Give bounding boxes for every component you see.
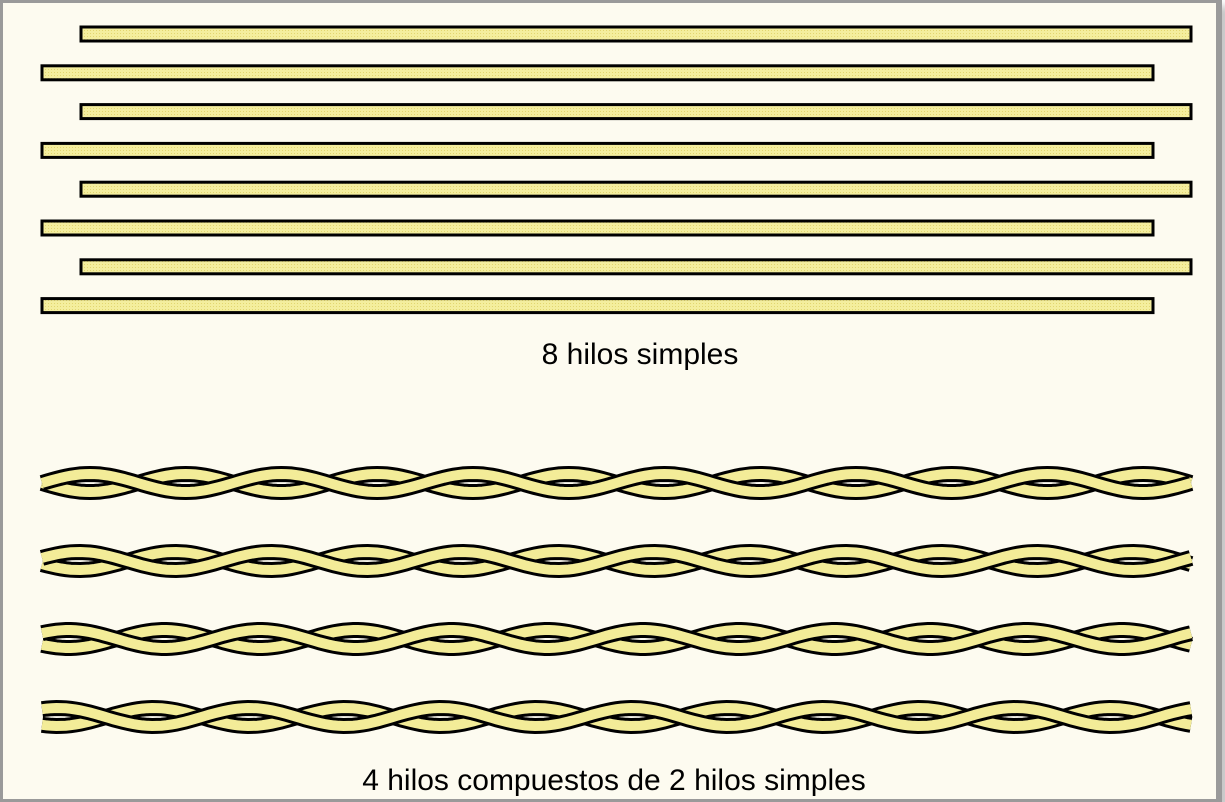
strand-fill: [41, 702, 1192, 732]
compound-threads-group: [39, 465, 1194, 735]
simple-thread: [79, 103, 1193, 121]
strand-fill: [40, 625, 1193, 653]
simple-thread: [79, 180, 1193, 198]
compound-thread: [39, 543, 1194, 579]
simple-threads-caption: 8 hilos simples: [542, 338, 739, 371]
compound-thread: [39, 465, 1194, 501]
simple-thread: [40, 64, 1155, 82]
strand-fill: [41, 702, 1192, 732]
simple-thread: [79, 25, 1193, 43]
compound-threads-caption: 4 hilos compuestos de 2 hilos simples: [362, 764, 866, 797]
simple-threads-group: [40, 25, 1193, 315]
simple-thread: [79, 258, 1193, 276]
strand-fill: [40, 625, 1193, 653]
simple-thread: [40, 219, 1155, 237]
compound-thread: [40, 622, 1193, 656]
strand-fill: [40, 546, 1193, 576]
strand-fill: [40, 468, 1193, 498]
compound-thread: [41, 699, 1193, 735]
simple-thread: [40, 297, 1155, 315]
simple-thread: [40, 141, 1155, 159]
